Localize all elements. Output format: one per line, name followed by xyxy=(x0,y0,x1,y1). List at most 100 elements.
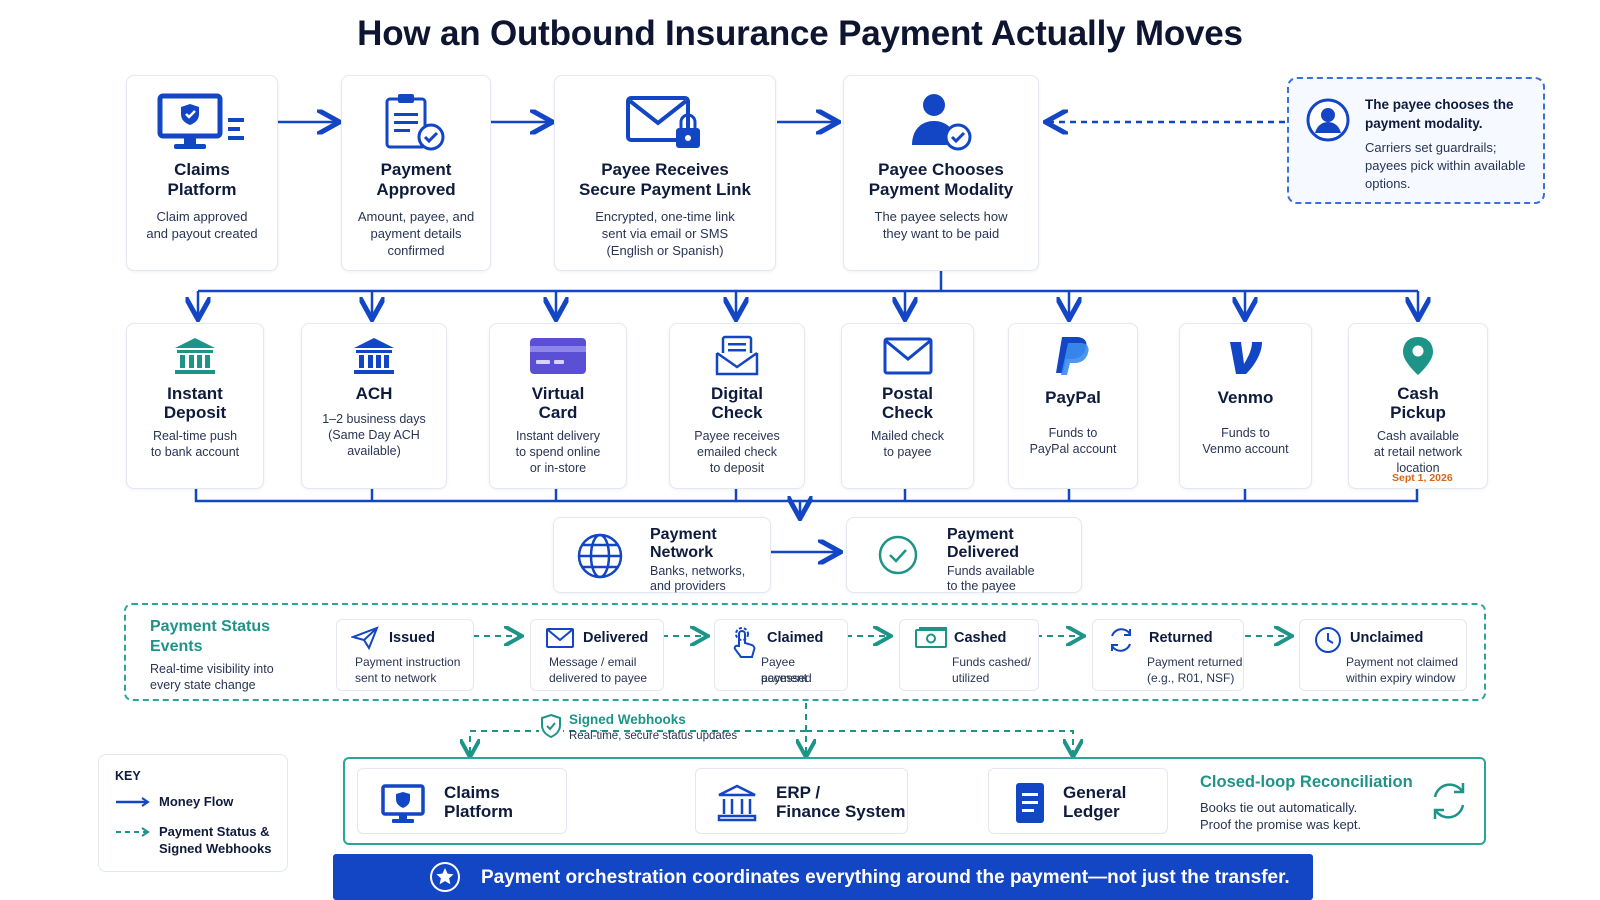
note-desc-text: Carriers set guardrails; payees pick wit… xyxy=(1365,140,1526,191)
paypal-logo-icon xyxy=(1009,334,1137,378)
modality-title-line1: Cash xyxy=(1397,384,1439,403)
location-pin-icon xyxy=(1349,334,1487,378)
step-title-line1: Payee Chooses xyxy=(878,160,1004,179)
shield-check-icon xyxy=(539,713,563,744)
modality-title-line1: Venmo xyxy=(1217,388,1274,407)
system-label-line2: Ledger xyxy=(1063,802,1120,821)
network-desc-line: and providers xyxy=(650,579,726,593)
modality-desc-line: to deposit xyxy=(709,461,765,475)
modality-desc-line: available) xyxy=(347,444,401,458)
modality-title-line1: Virtual xyxy=(531,384,585,403)
footer-banner: Payment orchestration coordinates everyt… xyxy=(333,854,1313,900)
system-label-line2: Finance System xyxy=(776,802,906,821)
step-payment-approved: Payment Approved Amount, payee, and paym… xyxy=(341,75,491,271)
modality-digital-check: Digital Check Payee receives emailed che… xyxy=(669,323,805,489)
step-desc-line: payment details xyxy=(370,226,462,241)
step-desc-line: Amount, payee, and xyxy=(357,209,475,224)
modality-desc-line: or in-store xyxy=(529,461,587,475)
modality-desc-line: to spend online xyxy=(515,445,601,459)
system-label-line1: Claims xyxy=(444,783,500,802)
bank-icon xyxy=(302,334,446,378)
modality-desc-line: location xyxy=(1396,461,1440,475)
system-label-line1: General xyxy=(1063,783,1127,802)
reconciliation-panel: Claims Platform ERP / Finance System Gen… xyxy=(343,757,1486,845)
key-status-line1: Payment Status & xyxy=(159,824,270,839)
step-desc-line: The payee selects how xyxy=(874,209,1008,224)
step-title-line2: Platform xyxy=(167,180,237,199)
clock-icon xyxy=(1314,626,1342,659)
reconciliation-title: Closed-loop Reconciliation xyxy=(1200,773,1413,791)
events-desc-line: Real-time visibility into xyxy=(150,662,274,676)
step-desc-line: they want to be paid xyxy=(882,226,1000,241)
event-label: Unclaimed xyxy=(1350,630,1424,646)
credit-card-icon xyxy=(490,334,626,378)
step-payee-chooses: Payee Chooses Payment Modality The payee… xyxy=(843,75,1039,271)
modality-title-line2: Deposit xyxy=(163,403,227,422)
modality-desc-line: (Same Day ACH xyxy=(328,428,420,442)
events-title-line2: Events xyxy=(150,638,203,655)
payee-choice-note: The payee chooses the payment modality. … xyxy=(1287,77,1545,204)
event-desc-line: payment xyxy=(761,671,808,685)
key-title: KEY xyxy=(115,769,141,783)
payment-network-box: Payment Network Banks, networks, and pro… xyxy=(553,517,771,593)
refresh-icon xyxy=(1107,626,1135,659)
step-desc-line: Claim approved xyxy=(156,209,248,224)
legend-key: KEY Money Flow Payment Status & Signed W… xyxy=(98,754,288,872)
webhooks-desc: Real-time, secure status updates xyxy=(569,730,738,742)
modality-instant-deposit: Instant Deposit Real-time push to bank a… xyxy=(126,323,264,489)
event-label: Issued xyxy=(389,630,435,646)
modality-ach: ACH 1–2 business days (Same Day ACH avai… xyxy=(301,323,447,489)
email-check-icon xyxy=(670,334,804,378)
event-cashed: Cashed Funds cashed/ utilized xyxy=(899,619,1039,691)
modality-title-line1: Digital xyxy=(711,384,763,403)
delivered-title-line2: Delivered xyxy=(947,544,1020,561)
event-desc-line: (e.g., R01, NSF) xyxy=(1147,671,1235,685)
event-issued: Issued Payment instruction sent to netwo… xyxy=(336,619,474,691)
modality-desc-line: Payee receives xyxy=(694,429,780,443)
bank-icon xyxy=(127,334,263,378)
network-desc-line: Banks, networks, xyxy=(650,564,746,578)
sync-loop-icon xyxy=(1427,779,1471,828)
event-desc-line: sent to network xyxy=(355,671,437,685)
step-desc-line: confirmed xyxy=(387,243,445,258)
event-returned: Returned Payment returned (e.g., R01, NS… xyxy=(1092,619,1244,691)
modality-title-line1: PayPal xyxy=(1045,388,1101,407)
system-general-ledger: General Ledger xyxy=(988,768,1168,834)
modality-desc-line: Real-time push xyxy=(152,429,238,443)
step-title-line2: Payment Modality xyxy=(868,180,1014,199)
modality-title-line1: Postal xyxy=(881,384,934,403)
hand-pointer-icon xyxy=(729,626,757,665)
step-desc-line: Encrypted, one-time link xyxy=(595,209,735,224)
delivered-desc-line: Funds available xyxy=(947,564,1035,578)
mail-envelope-icon xyxy=(842,334,973,378)
user-circle-icon xyxy=(1305,97,1351,148)
step-desc-line: and payout created xyxy=(146,226,258,241)
modality-postal-check: Postal Check Mailed check to payee xyxy=(841,323,974,489)
key-status-line2: Signed Webhooks xyxy=(159,841,272,856)
reconciliation-desc-line: Books tie out automatically. xyxy=(1200,800,1358,815)
system-label-line2: Platform xyxy=(444,802,513,821)
cash-bill-icon xyxy=(914,626,948,655)
delivered-desc-line: to the payee xyxy=(947,579,1016,593)
event-label: Delivered xyxy=(583,630,649,646)
step-secure-link: Payee Receives Secure Payment Link Encry… xyxy=(554,75,776,271)
system-erp-finance: ERP / Finance System xyxy=(695,768,908,834)
bank-building-icon xyxy=(716,783,758,828)
modality-paypal: PayPal Funds to PayPal account xyxy=(1008,323,1138,489)
event-unclaimed: Unclaimed Payment not claimed within exp… xyxy=(1299,619,1467,691)
modality-desc-line: to bank account xyxy=(150,445,240,459)
cash-pickup-date: Sept 1, 2026 xyxy=(1392,472,1453,484)
network-title-line2: Network xyxy=(650,544,714,561)
payment-delivered-box: Payment Delivered Funds available to the… xyxy=(846,517,1082,593)
event-desc-line: delivered to payee xyxy=(549,671,648,685)
step-desc-line: sent via email or SMS xyxy=(601,226,729,241)
step-desc-line: (English or Spanish) xyxy=(606,243,724,258)
modality-desc-line: Cash available xyxy=(1377,429,1459,443)
clipboard-check-icon xyxy=(342,90,490,154)
modality-desc-line: Venmo account xyxy=(1202,442,1289,456)
status-dashed-arrow-icon xyxy=(116,827,150,837)
webhooks-title: Signed Webhooks xyxy=(569,712,686,727)
modality-desc-line: Funds to xyxy=(1221,426,1270,440)
modality-desc-line: at retail network xyxy=(1373,445,1463,459)
